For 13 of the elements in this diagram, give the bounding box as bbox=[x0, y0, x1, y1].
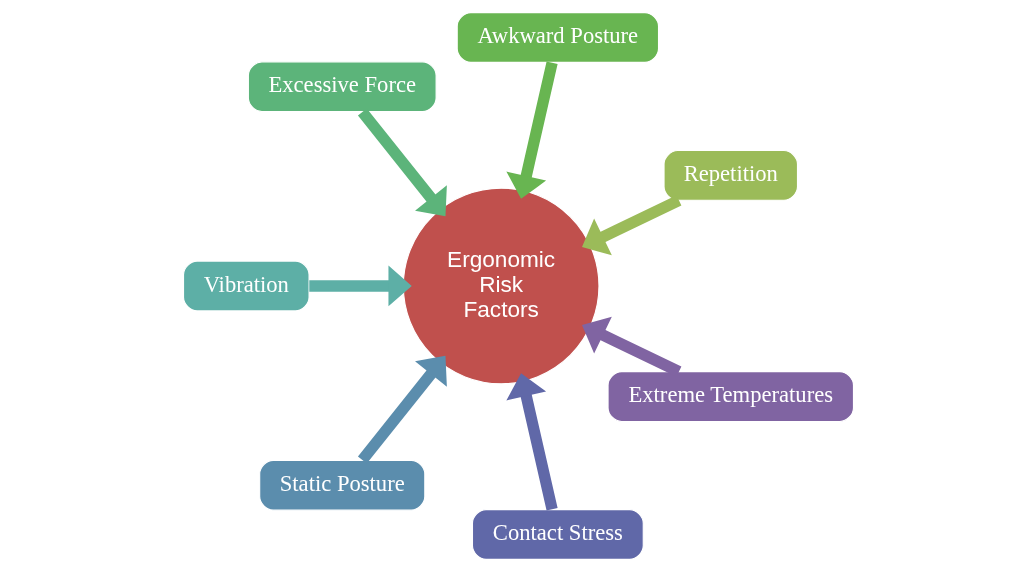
arrow bbox=[505, 61, 558, 199]
node-box: Static Posture bbox=[258, 459, 425, 511]
arrow bbox=[308, 265, 412, 307]
node-box: Awkward Posture bbox=[456, 12, 659, 63]
node-box: Vibration bbox=[182, 260, 310, 312]
node-box: Extreme Temperatures bbox=[607, 371, 854, 422]
node-box: Excessive Force bbox=[247, 61, 437, 113]
arrow bbox=[357, 355, 447, 464]
node-box: Contact Stress bbox=[471, 509, 644, 560]
arrow bbox=[581, 195, 681, 256]
arrow bbox=[505, 373, 558, 511]
arrow bbox=[357, 108, 447, 217]
node-box: Repetition bbox=[662, 149, 798, 201]
